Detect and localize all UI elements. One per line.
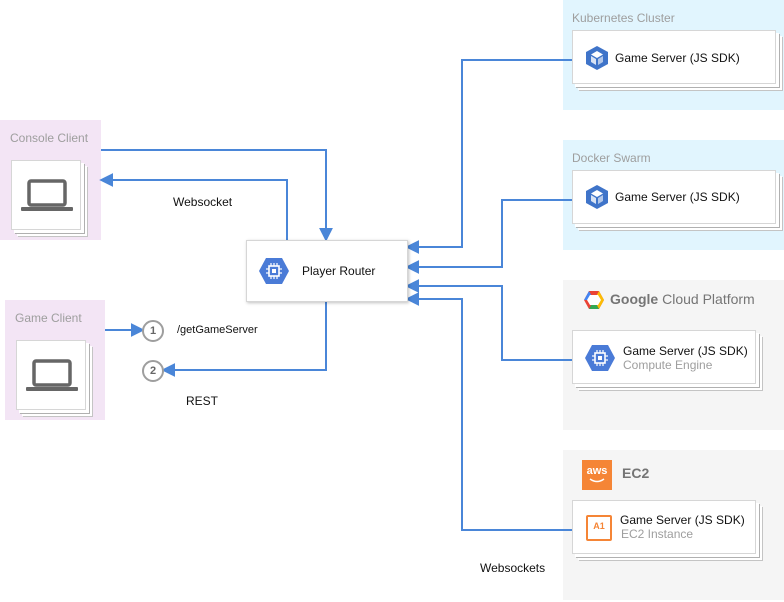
ec2-game-server-label: Game Server (JS SDK) — [620, 513, 745, 527]
gcp-game-server-card[interactable]: Game Server (JS SDK) Compute Engine — [572, 330, 756, 384]
ec2-game-server-card[interactable]: A1 Game Server (JS SDK) EC2 Instance — [572, 500, 756, 554]
aws-smile-icon — [589, 478, 605, 483]
console-client-card[interactable] — [11, 160, 81, 230]
aws-logo-text: aws — [586, 465, 608, 477]
laptop-icon — [21, 179, 73, 211]
console-client-label: Console Client — [10, 131, 89, 145]
kubernetes-game-server-label: Game Server (JS SDK) — [615, 51, 740, 65]
docker-game-server-card[interactable]: Game Server (JS SDK) — [572, 170, 776, 224]
docker-to-router-line — [405, 199, 572, 274]
ec2-chip-icon: A1 — [586, 515, 612, 541]
websockets-label: Websockets — [480, 561, 546, 575]
kubernetes-to-router-line — [405, 59, 572, 254]
kubernetes-label: Kubernetes Cluster — [572, 11, 675, 25]
get-game-server-label: /getGameServer — [177, 324, 258, 336]
ec2-game-server-sub: EC2 Instance — [621, 527, 694, 541]
gcp-platform-label: Cloud Platform — [662, 291, 755, 307]
docker-game-server-label: Game Server (JS SDK) — [615, 190, 740, 204]
step-1-marker: 1 — [142, 320, 164, 342]
game-client-label: Game Client — [15, 311, 82, 325]
game-client-card[interactable] — [16, 340, 86, 410]
laptop-icon — [26, 359, 78, 391]
step-2-marker: 2 — [142, 360, 164, 382]
google-cloud-logo — [584, 291, 604, 309]
rest-label: REST — [186, 394, 219, 408]
kubernetes-game-server-card[interactable]: Game Server (JS SDK) — [572, 30, 776, 84]
router-to-console-line — [99, 173, 288, 240]
rest-response-line — [161, 300, 327, 377]
aws-logo: aws — [582, 460, 612, 490]
ec2-chip-label: A1 — [593, 521, 605, 531]
console-to-router-line — [101, 149, 333, 242]
gcp-game-server-sub: Compute Engine — [623, 358, 713, 372]
player-router-card[interactable]: Player Router — [246, 240, 408, 302]
gcp-label: Google Cloud Platform — [610, 291, 755, 307]
aws-to-router-line — [405, 292, 572, 531]
compute-engine-icon — [585, 345, 615, 371]
gcp-to-router-line — [405, 279, 572, 361]
docker-label: Docker Swarm — [572, 151, 651, 165]
player-router-label: Player Router — [302, 264, 376, 278]
websocket-label: Websocket — [173, 195, 233, 209]
cube-icon — [586, 46, 608, 70]
compute-engine-icon — [259, 258, 289, 284]
cube-icon — [586, 185, 608, 209]
ec2-label: EC2 — [622, 465, 650, 481]
gcp-game-server-label: Game Server (JS SDK) — [623, 344, 748, 358]
gcp-brand: Google — [610, 291, 659, 307]
